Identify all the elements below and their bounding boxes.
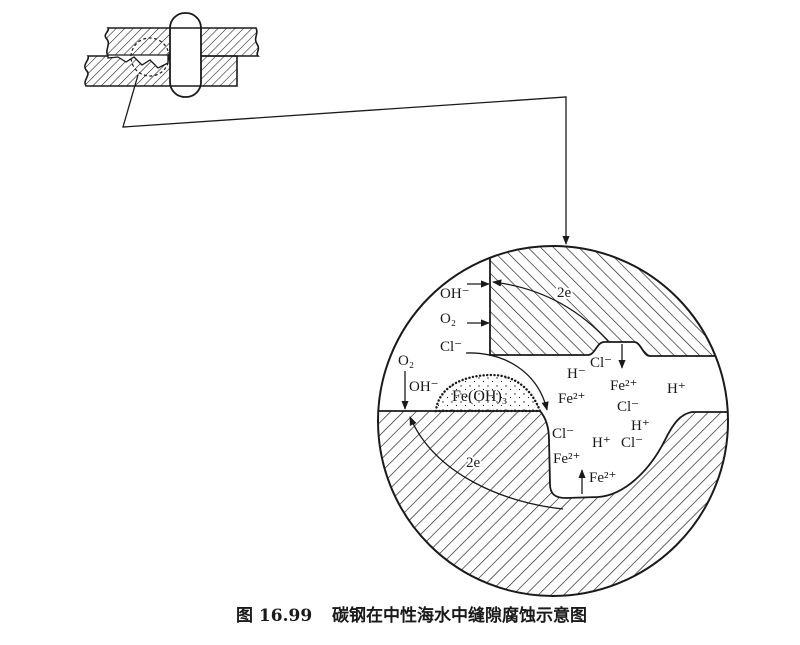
ion-label: H⁻ — [567, 366, 586, 382]
ion-label: Fe²⁺ — [610, 378, 637, 394]
rivet — [169, 12, 202, 98]
label-upper-o2: O₂ — [440, 311, 456, 327]
electron-path-upper — [492, 279, 609, 342]
label-upper-cl: Cl⁻ — [440, 339, 462, 355]
sketch-crevice-gap — [107, 54, 169, 69]
ion-label: Fe²⁺ — [553, 451, 580, 467]
magnified-view: OH⁻ O₂ Cl⁻ 2e O₂ OH⁻ Fe(OH)₃ 2e H⁻ Cl⁻ F… — [377, 245, 729, 597]
label-lower-oh: OH⁻ — [409, 379, 439, 395]
ion-label: Fe²⁺ — [589, 470, 616, 486]
crevice-highlight-circle — [130, 37, 170, 77]
figure-title: 碳钢在中性海水中缝隙腐蚀示意图 — [332, 605, 587, 626]
ion-label: Cl⁻ — [621, 435, 643, 451]
callout-leader-line — [122, 74, 570, 245]
label-lower-o2: O₂ — [398, 353, 414, 369]
label-upper-electrons: 2e — [557, 285, 572, 301]
ion-label: H⁺ — [592, 435, 611, 451]
ion-label: Cl⁻ — [617, 399, 639, 415]
chloride-migration-arrow — [465, 352, 549, 411]
rust-deposit — [434, 373, 542, 413]
overview-sketch — [84, 12, 260, 98]
ion-label: Fe²⁺ — [558, 391, 585, 407]
label-deposit: Fe(OH)₃ — [452, 388, 507, 405]
label-lower-electrons: 2e — [466, 455, 481, 471]
upper-plate-section — [489, 246, 728, 357]
electron-path-lower — [409, 416, 564, 510]
magnified-view-circle — [377, 245, 729, 597]
label-upper-oh: OH⁻ — [440, 286, 470, 302]
ion-label: Cl⁻ — [552, 426, 574, 442]
ion-label: H⁺ — [631, 418, 650, 434]
ion-label: Cl⁻ — [590, 355, 612, 371]
ion-label: H⁺ — [667, 381, 686, 397]
figure-number: 图 16.99 — [236, 606, 312, 626]
